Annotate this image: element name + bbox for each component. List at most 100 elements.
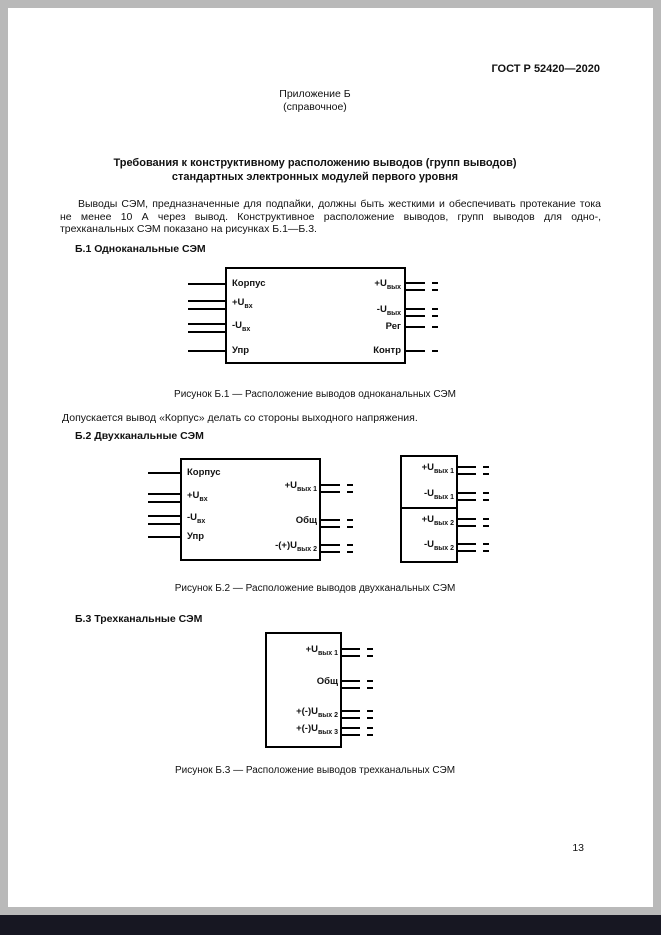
pin-line-dashed: [470, 518, 489, 520]
pin-line: [342, 727, 354, 729]
pin-line-dashed: [470, 492, 489, 494]
module-box-b2-left: [180, 458, 321, 561]
pin-line: [148, 493, 180, 495]
pin-line: [406, 308, 419, 310]
pin-line-dashed: [470, 466, 489, 468]
pin-line-dashed: [354, 717, 373, 719]
pin-label-upr: Упр: [187, 531, 205, 542]
pin-line-dashed: [470, 473, 489, 475]
pin-line: [342, 655, 354, 657]
pin-line-dashed: [419, 350, 438, 352]
pin-line-dashed: [334, 491, 353, 493]
module-box-b2-right: [400, 455, 458, 563]
pin-label-uvyh1-plus: +Uвых 1: [421, 462, 454, 475]
pin-line: [188, 331, 225, 333]
pin-line: [321, 519, 334, 521]
section-title: Требования к конструктивному расположени…: [8, 156, 622, 184]
pin-line: [406, 282, 419, 284]
pin-label-uvx-plus: +Uвх: [187, 490, 208, 503]
pin-line: [342, 648, 354, 650]
pin-line: [188, 300, 225, 302]
pin-line-dashed: [334, 544, 353, 546]
pin-label-korpus: Корпус: [187, 467, 221, 478]
pin-label-uvyh1-plus: +Uвых 1: [305, 644, 338, 657]
pin-line: [458, 473, 470, 475]
pin-line: [321, 551, 334, 553]
pin-line: [458, 550, 470, 552]
pin-line-dashed: [354, 680, 373, 682]
pin-line-dashed: [354, 710, 373, 712]
pin-line-dashed: [354, 648, 373, 650]
pin-line: [148, 536, 180, 538]
document-page: ГОСТ Р 52420—2020 Приложение Б (справочн…: [8, 8, 653, 907]
figure-b2-caption: Рисунок Б.2 — Расположение выводов двухк…: [174, 583, 456, 594]
pin-label-uvyh1-minus: -Uвых 1: [423, 488, 454, 501]
pin-line-dashed: [419, 289, 438, 291]
pin-line: [148, 515, 180, 517]
pin-label-uvyh1-plus: +Uвых 1: [284, 480, 317, 493]
pin-line: [321, 526, 334, 528]
pin-line: [188, 308, 225, 310]
pin-line: [148, 472, 180, 474]
section-title-line2: стандартных электронных модулей первого …: [171, 171, 459, 183]
pin-label-uvyh3: +(-)Uвых 3: [296, 723, 338, 736]
pin-label-obsch: Общ: [295, 515, 317, 526]
pin-line-dashed: [354, 727, 373, 729]
pin-line: [458, 525, 470, 527]
pin-label-obsch: Общ: [316, 676, 338, 687]
pin-line-dashed: [334, 551, 353, 553]
pin-line: [321, 544, 334, 546]
note-korpus: Допускается вывод «Корпус» делать со сто…: [62, 412, 418, 424]
pin-line: [458, 466, 470, 468]
pin-label-kontr: Контр: [373, 345, 401, 356]
pin-line: [321, 491, 334, 493]
intro-paragraph: Выводы СЭМ, предназначенные для подпайки…: [60, 198, 601, 235]
pin-line: [342, 734, 354, 736]
pin-line: [188, 323, 225, 325]
pin-line-dashed: [470, 499, 489, 501]
page-number: 13: [572, 842, 584, 854]
pin-line-dashed: [419, 282, 438, 284]
figure-b1-caption: Рисунок Б.1 — Расположение выводов однок…: [174, 389, 456, 400]
pin-line-dashed: [334, 526, 353, 528]
section-title-line1: Требования к конструктивному расположени…: [113, 157, 517, 169]
module-box-b3: [265, 632, 342, 748]
pin-line-dashed: [334, 519, 353, 521]
pin-label-uvyh2-plus: +Uвых 2: [421, 514, 454, 527]
pin-line-dashed: [419, 315, 438, 317]
pin-label-uvx-minus: -Uвх: [187, 512, 206, 525]
pin-line-dashed: [470, 543, 489, 545]
pin-line: [342, 710, 354, 712]
pin-label-korpus: Корпус: [232, 278, 266, 289]
pin-line: [406, 315, 419, 317]
heading-b2: Б.2 Двухканальные СЭМ: [75, 430, 204, 442]
pin-label-uvyh2: +(-)Uвых 2: [296, 706, 338, 719]
pin-line: [458, 543, 470, 545]
channel-divider-line: [400, 507, 458, 509]
pin-line-dashed: [354, 687, 373, 689]
pin-line: [458, 492, 470, 494]
pin-line: [342, 687, 354, 689]
appendix-type: (справочное): [283, 101, 347, 113]
pin-line-dashed: [354, 655, 373, 657]
appendix-title: Приложение Б: [279, 88, 351, 100]
pin-label-upr: Упр: [232, 345, 250, 356]
pin-line: [188, 350, 225, 352]
heading-b3: Б.3 Трехканальные СЭМ: [75, 613, 203, 625]
pin-label-uvyh-plus: +Uвых: [374, 278, 401, 291]
pin-line: [321, 484, 334, 486]
viewer-bottom-bar: [0, 915, 661, 935]
pin-line-dashed: [334, 484, 353, 486]
pin-line-dashed: [419, 308, 438, 310]
pin-line: [458, 518, 470, 520]
doc-code: ГОСТ Р 52420—2020: [491, 63, 600, 75]
pin-line: [406, 326, 419, 328]
module-box-b1: [225, 267, 406, 364]
pin-line-dashed: [470, 525, 489, 527]
pin-line-dashed: [419, 326, 438, 328]
pin-label-uvx-plus: +Uвх: [232, 297, 253, 310]
pin-line: [458, 499, 470, 501]
pin-line: [342, 717, 354, 719]
pin-line: [342, 680, 354, 682]
pin-line: [406, 289, 419, 291]
